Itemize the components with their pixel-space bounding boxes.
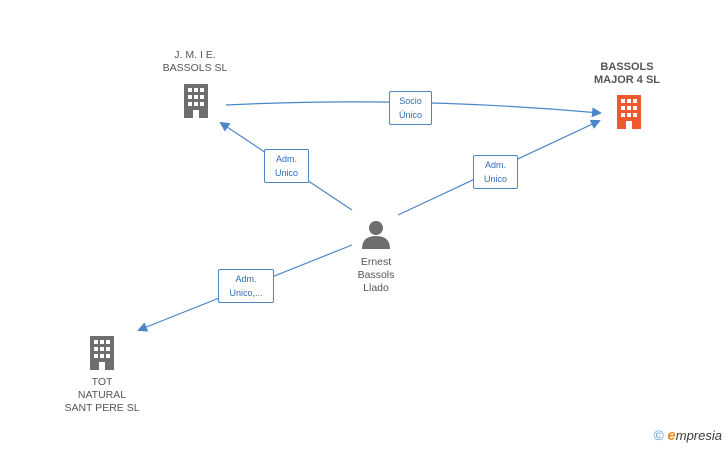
edge-label-line: Unico,... bbox=[229, 288, 263, 298]
edge-label-line: Adm. bbox=[235, 274, 257, 284]
node-label-line: NATURAL bbox=[77, 389, 127, 401]
node-label-bassols-major: BASSOLS MAJOR 4 SL bbox=[582, 61, 672, 87]
edge-label-line: Unico bbox=[274, 168, 298, 178]
brand-initial: e bbox=[667, 427, 676, 444]
node-label-line: SANT PERE SL bbox=[64, 402, 140, 414]
node-label-line: Ernest bbox=[360, 256, 392, 268]
edge-label-line: Adm. bbox=[275, 154, 297, 164]
edge-label-adm-unico-jmie[interactable]: Adm. Unico bbox=[264, 149, 309, 183]
edge-label-line: Adm. bbox=[484, 160, 506, 170]
empresia-watermark: © empresia bbox=[653, 427, 722, 444]
node-label-jmie: J. M. I E. BASSOLS SL bbox=[150, 49, 240, 75]
edge-label-line: Único bbox=[398, 110, 422, 120]
building-icon[interactable] bbox=[86, 336, 118, 370]
edge-label-line: Unico bbox=[483, 174, 507, 184]
node-label-line: MAJOR 4 SL bbox=[593, 74, 660, 86]
node-label-line: J. M. I E. bbox=[174, 49, 216, 61]
node-label-line: Bassols bbox=[357, 269, 395, 281]
edge-label-adm-unico-bassols[interactable]: Adm. Unico bbox=[473, 155, 518, 189]
brand-name: mpresia bbox=[675, 428, 722, 443]
copyright-symbol: © bbox=[653, 427, 664, 443]
building-icon[interactable] bbox=[180, 84, 212, 118]
edge-label-line: Socio bbox=[399, 96, 422, 106]
node-label-line: BASSOLS bbox=[600, 61, 654, 73]
node-label-ernest: Ernest Bassols Llado bbox=[331, 256, 421, 295]
node-label-line: TOT bbox=[91, 376, 113, 388]
node-label-tot-natural: TOT NATURAL SANT PERE SL bbox=[52, 376, 152, 415]
edge-label-socio-unico[interactable]: Socio Único bbox=[389, 91, 432, 125]
person-icon[interactable] bbox=[361, 219, 391, 249]
building-icon[interactable] bbox=[613, 95, 645, 129]
node-label-line: BASSOLS SL bbox=[162, 62, 228, 74]
node-label-line: Llado bbox=[363, 282, 389, 294]
edge-label-adm-unico-tot[interactable]: Adm. Unico,... bbox=[218, 269, 274, 303]
